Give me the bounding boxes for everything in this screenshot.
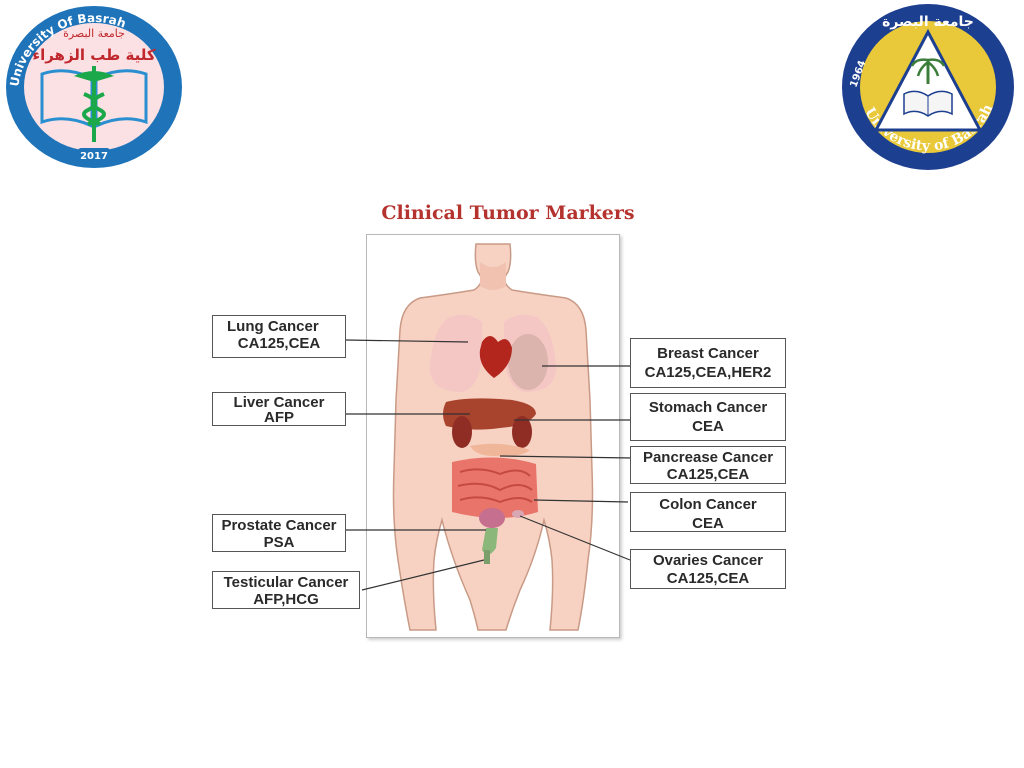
left-kidney xyxy=(512,416,532,448)
leader-ovaries xyxy=(519,515,631,561)
left-logo-year: 2017 xyxy=(80,151,108,162)
intestine-folds xyxy=(457,468,533,504)
left-logo-arabic-top: جامعة البصرة xyxy=(63,27,125,40)
label-prostate-cancer: Prostate Cancer PSA xyxy=(212,514,346,552)
leader-lung xyxy=(345,339,469,343)
breast-area xyxy=(508,334,548,390)
bladder xyxy=(479,508,505,528)
label-liver-cancer: Liver Cancer AFP xyxy=(212,392,346,426)
right-logo-arabic: جامعة البصرة xyxy=(882,14,974,30)
heart xyxy=(479,336,512,378)
right-kidney xyxy=(452,416,472,448)
diagram-title: Clinical Tumor Markers xyxy=(381,202,635,224)
leader-pancrease xyxy=(499,455,633,459)
leader-testicular xyxy=(361,559,485,591)
label-lung-cancer: Lung Cancer CA125,CEA xyxy=(212,315,346,358)
right-lung xyxy=(430,314,482,392)
leader-lines xyxy=(345,339,633,591)
prostate-testes xyxy=(482,528,498,555)
torso-silhouette xyxy=(392,243,594,631)
label-testicular-cancer: Testicular Cancer AFP,HCG xyxy=(212,571,360,609)
university-of-basrah-logo: جامعة البصرة University of Basrah 1964 xyxy=(840,2,1016,172)
label-breast-cancer: Breast Cancer CA125,CEA,HER2 xyxy=(630,338,786,388)
label-pancrease-cancer: Pancrease Cancer CA125,CEA xyxy=(630,446,786,484)
testicle xyxy=(484,550,490,564)
neck xyxy=(480,262,506,290)
label-colon-cancer: Colon Cancer CEA xyxy=(630,492,786,532)
pancreas xyxy=(470,443,530,457)
al-zahraa-college-logo: University Of Basrah جامعة البصرة كلية ط… xyxy=(4,4,184,170)
leader-colon xyxy=(533,499,629,503)
label-ovaries-cancer: Ovaries Cancer CA125,CEA xyxy=(630,549,786,589)
left-logo-arabic-main: كلية طب الزهراء xyxy=(32,46,155,64)
label-stomach-cancer: Stomach Cancer CEA xyxy=(630,393,786,441)
